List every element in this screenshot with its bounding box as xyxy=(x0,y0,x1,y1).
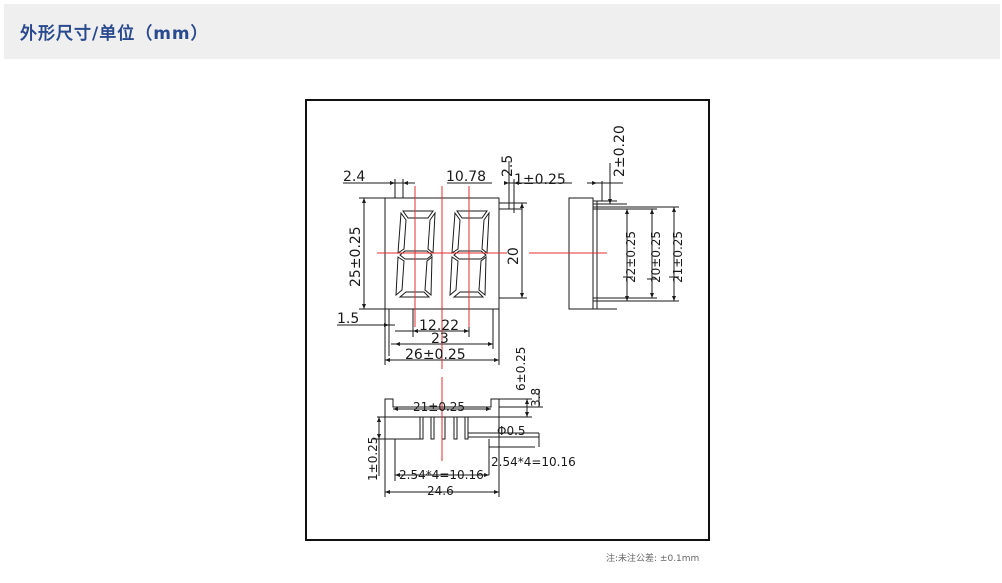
dim-10-78: 10.78 xyxy=(446,169,486,185)
center-lines xyxy=(377,186,607,461)
dim-26-025: 26±0.25 xyxy=(405,347,466,363)
dim-pitch-right: 2.54*4=10.16 xyxy=(491,455,576,469)
dim-2-020: 2±0.20 xyxy=(612,125,628,177)
dim-2-5: 2.5 xyxy=(500,155,516,177)
digit-2 xyxy=(449,210,490,298)
dim-1-025: 1±0.25 xyxy=(514,172,566,188)
dim-phi-0-5: Φ0.5 xyxy=(497,424,526,438)
dim-22-025: 22±0.25 xyxy=(624,231,638,283)
dim-20: 20 xyxy=(506,247,522,265)
dim-2-4: 2.4 xyxy=(343,169,365,185)
dim-21-025-bottom: 21±0.25 xyxy=(413,400,465,414)
section-title: 外形尺寸/单位（mm） xyxy=(20,24,209,44)
dim-25-025: 25±0.25 xyxy=(348,226,364,287)
section-header: 外形尺寸/单位（mm） xyxy=(4,4,1000,59)
dim-6-025: 6±0.25 xyxy=(514,347,528,391)
bottom-body xyxy=(384,398,500,418)
dim-3-8: 3.8 xyxy=(529,388,543,407)
dim-1-025-pin: 1±0.25 xyxy=(366,437,380,481)
dim-pitch-left: 2.54*4=10.16 xyxy=(399,468,484,482)
dim-12-22: 12.22 xyxy=(419,318,459,334)
dim-23: 23 xyxy=(431,331,449,347)
dim-1-5: 1.5 xyxy=(337,311,359,327)
dim-20-025: 20±0.25 xyxy=(649,231,663,283)
arrowheads xyxy=(362,181,676,494)
digit-1 xyxy=(395,210,436,298)
dim-24-6: 24.6 xyxy=(427,484,454,498)
dimension-drawing: 2.4 10.78 2.5 1±0.25 25±0.25 20 1.5 12.2… xyxy=(305,99,710,541)
drawing-canvas: 2.4 10.78 2.5 1±0.25 25±0.25 20 1.5 12.2… xyxy=(337,125,685,498)
tolerance-note: 注:未注公差: ±0.1mm xyxy=(606,554,700,564)
dim-21-025: 21±0.25 xyxy=(671,231,685,283)
